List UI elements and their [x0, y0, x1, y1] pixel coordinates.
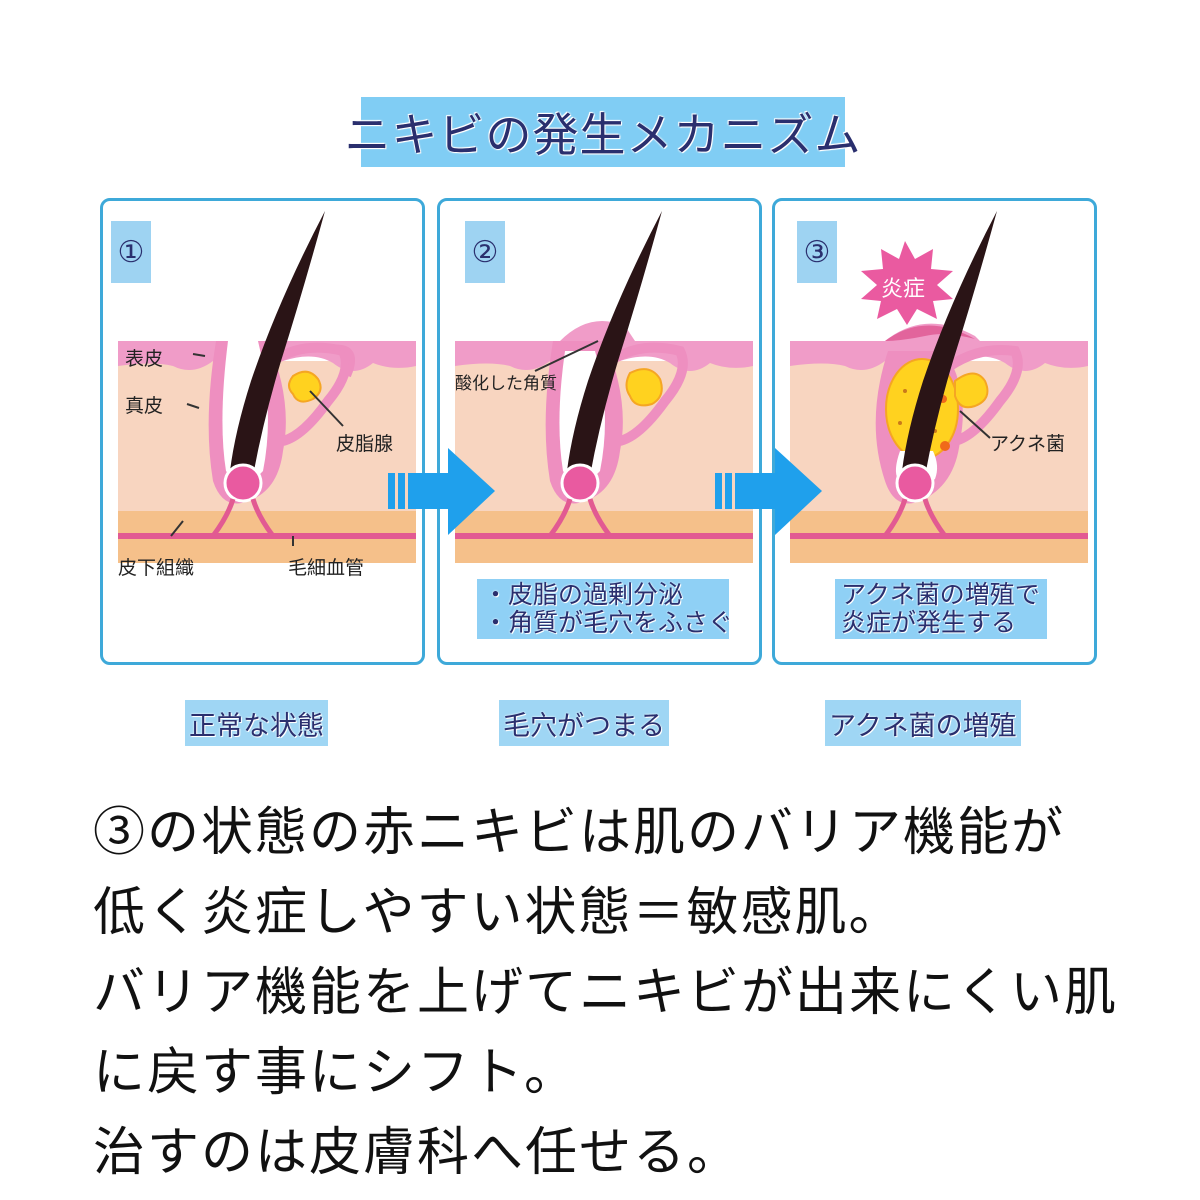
panel-1-normal: ① 表皮 真皮 皮脂腺 皮下組織 毛細血管 — [100, 198, 425, 665]
state-label-bacteria: アクネ菌の増殖 — [825, 700, 1021, 746]
arrow-right-icon — [388, 448, 495, 535]
page-title: ニキビの発生メカニズム — [344, 108, 862, 162]
state-label-normal: 正常な状態 — [185, 700, 328, 746]
step-number: ③ — [803, 234, 831, 270]
panel-3-caption: アクネ菌の増殖で 炎症が発生する — [835, 579, 1047, 639]
panel-3-bacteria: ③ 炎症 アクネ菌 アクネ菌の増殖で 炎症が発生する — [772, 198, 1097, 665]
state-label-clogged: 毛穴がつまる — [499, 700, 669, 746]
caption-line: ・角質が毛穴をふさぐ — [483, 608, 734, 637]
label-subcutaneous: 皮下組織 — [118, 557, 195, 579]
skin-diagram-normal — [118, 211, 416, 563]
caption-line: 炎症が発生する — [841, 608, 1017, 637]
label-sebaceous-gland: 皮脂腺 — [336, 433, 394, 455]
label-dermis: 真皮 — [125, 395, 164, 417]
label-acne-bacteria: アクネ菌 — [990, 433, 1066, 455]
body-text-line: ③の状態の赤ニキビは肌のバリア機能が — [93, 803, 1066, 863]
label-capillary: 毛細血管 — [288, 557, 365, 579]
caption-line: アクネ菌の増殖で — [841, 580, 1040, 609]
skin-diagram-clogged — [455, 211, 753, 563]
body-text-line: バリア機能を上げてニキビが出来にくい肌 — [93, 963, 1118, 1023]
arrow-right-icon — [715, 448, 822, 535]
step-number-badge: ① — [111, 221, 151, 283]
skin-diagram-inflamed — [790, 211, 1088, 563]
label-oxidized-keratin: 酸化した角質 — [455, 374, 557, 394]
step-number: ① — [117, 234, 145, 270]
title-banner: ニキビの発生メカニズム — [345, 97, 861, 167]
panel-2-clogged: ② 酸化した角質 ・皮脂の過剰分泌 ・角質が毛穴をふさぐ — [437, 198, 762, 665]
label-epidermis: 表皮 — [125, 348, 164, 370]
panel-2-caption: ・皮脂の過剰分泌 ・角質が毛穴をふさぐ — [477, 579, 734, 639]
step-number: ② — [471, 234, 499, 270]
inflammation-burst-icon — [861, 241, 953, 325]
label-inflammation: 炎症 — [881, 277, 926, 302]
body-text-line: 治すのは皮膚科へ任せる。 — [93, 1123, 742, 1183]
caption-line: ・皮脂の過剰分泌 — [483, 580, 684, 609]
body-text-line: 低く炎症しやすい状態＝敏感肌。 — [93, 883, 903, 943]
step-number-badge: ③ — [797, 221, 837, 283]
body-text-line: に戻す事にシフト。 — [93, 1043, 578, 1103]
step-number-badge: ② — [465, 221, 505, 283]
